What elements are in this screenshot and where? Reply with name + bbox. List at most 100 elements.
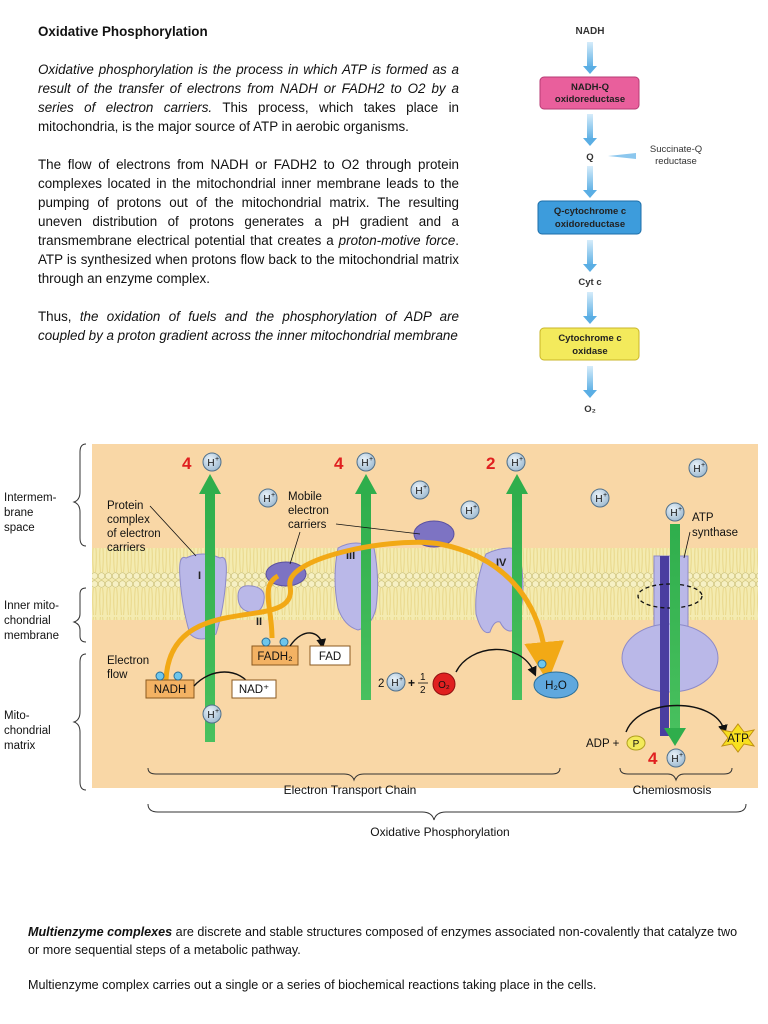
hplus-icon — [386, 672, 406, 692]
atp-synthase-label-1: ATP — [692, 512, 714, 524]
complex-i-label: I — [198, 570, 201, 582]
hplus-icon — [666, 748, 686, 768]
matrix-brace — [72, 653, 87, 791]
atp-label: ATP — [727, 733, 749, 745]
flow-arrow-4 — [583, 240, 597, 272]
proton-count-iv: 2 — [486, 454, 495, 473]
mobile-label-3: carriers — [288, 519, 327, 531]
electron-flow-label-1: Electron — [107, 655, 149, 667]
nadh-label: NADH — [154, 684, 187, 696]
hplus-icon — [202, 452, 222, 472]
oxphos-label: Oxidative Phosphorylation — [370, 825, 509, 839]
ims-label-3: space — [4, 522, 35, 534]
flow-complex4-box: Cytochrome c oxidase — [539, 327, 640, 361]
flow-complex3-l2: oxidoreductase — [555, 219, 625, 230]
document-title: Oxidative Phosphorylation — [38, 24, 208, 39]
svg-text:1: 1 — [420, 672, 426, 683]
flow-succinate-l2: reductase — [655, 156, 697, 167]
hplus-icon — [665, 502, 685, 522]
proton-count-atp: 4 — [648, 749, 658, 768]
text-column: Oxidative Phosphorylation Oxidative phos… — [38, 22, 459, 364]
chemiosmosis-brace — [619, 767, 733, 782]
multienzyme-section: Multienzyme complexes are discrete and s… — [28, 923, 748, 1011]
flow-text-b: . ATP is synthesized when protons flow b… — [38, 233, 459, 286]
hplus-icon — [688, 458, 708, 478]
flow-complex4-l2: oxidase — [572, 346, 607, 357]
paragraph-coupling: Thus, the oxidation of fuels and the pho… — [38, 307, 459, 345]
nad-box: NAD⁺ — [231, 679, 277, 699]
etc-label: Electron Transport Chain — [284, 783, 417, 797]
flow-cytc-label: Cyt c — [578, 277, 601, 288]
adp-to-atp-arrow — [625, 704, 728, 735]
paragraph-electron-flow: The flow of electrons from NADH or FADH2… — [38, 155, 459, 288]
mobile-label-2: electron — [288, 505, 329, 517]
multienzyme-definition-rest: are discrete and stable structures compo… — [28, 925, 738, 957]
flow-arrow-1 — [583, 42, 597, 74]
complex-iv — [475, 547, 524, 634]
proton-count-iii: 4 — [334, 454, 344, 473]
complex-ii-label: II — [256, 616, 262, 628]
flow-arrow-3 — [583, 166, 597, 198]
matrix-label-1: Mito- — [4, 710, 30, 722]
chemiosmosis-label: Chemiosmosis — [633, 783, 712, 797]
oxygen-reaction: 2 + 1 2 O₂ H₂O — [378, 648, 579, 699]
atp-production: ADP + P ATP — [586, 704, 756, 753]
matrix-label-2: chondrial — [4, 725, 51, 737]
nadh-box: NADH — [145, 671, 195, 699]
coupling-text-italic: the oxidation of fuels and the phosphory… — [38, 309, 459, 343]
adp-label: ADP + — [586, 738, 620, 750]
fadh2-box: FADH₂ — [251, 637, 299, 666]
proton-arrow-iv — [512, 492, 522, 700]
callout-labels: Protein complex of electron carriers Mob… — [107, 491, 738, 681]
imm-label-1: Inner mito- — [4, 600, 59, 612]
water-label: H₂O — [545, 680, 567, 692]
fadh2-label: FADH₂ — [257, 651, 292, 663]
ims-brace — [72, 443, 87, 547]
nad-label: NAD⁺ — [239, 684, 269, 696]
oxygen-label: O₂ — [438, 680, 450, 691]
complex-iii-label: III — [346, 550, 355, 562]
flow-q-label: Q — [586, 152, 593, 163]
oxygen-molecule — [432, 672, 456, 696]
flow-arrow-2 — [583, 114, 597, 146]
oxphos-brace — [147, 803, 747, 821]
hplus-icon — [590, 488, 610, 508]
hplus-icon — [506, 452, 526, 472]
proton-pump-arrows — [199, 474, 686, 746]
flow-arrow-6 — [583, 366, 597, 398]
svg-text:2: 2 — [420, 685, 426, 696]
etc-diagram-svg: H + Intermem- brane space Inner mito- ch… — [4, 443, 758, 839]
hplus-icon — [202, 704, 222, 724]
flow-text-italic: proton-motive force — [338, 233, 456, 248]
succinate-arrow — [608, 153, 636, 159]
flow-o2-label: O₂ — [584, 404, 596, 415]
paragraph-definition: Oxidative phosphorylation is the process… — [38, 60, 459, 136]
oxygen-to-water-arrow — [455, 648, 537, 677]
hplus-icon — [356, 452, 376, 472]
flowchart-svg: NADH NADH-Q oxidoreductase Q Succinate-Q… — [537, 26, 702, 415]
etc-diagram: H + Intermem- brane space Inner mito- ch… — [0, 436, 768, 848]
hplus-icon — [460, 500, 480, 520]
flow-text-a: The flow of electrons from NADH or FADH2… — [38, 157, 459, 248]
complex-iii — [334, 542, 379, 631]
definition-rest: This process, which takes place in mitoc… — [38, 100, 459, 134]
multienzyme-description: Multienzyme complex carries out a single… — [28, 978, 597, 992]
fadh2-to-fad-arrow — [289, 632, 327, 649]
flow-complex4-l1: Cytochrome c — [558, 333, 621, 344]
multienzyme-definition: Multienzyme complexes are discrete and s… — [28, 923, 748, 959]
flow-complex1-l2: oxidoreductase — [555, 94, 625, 105]
proton-arrow-atp-synthase — [670, 524, 680, 730]
two-label: 2 — [378, 678, 384, 690]
etc-brace — [147, 767, 561, 782]
matrix-label-3: matrix — [4, 740, 36, 752]
coupling-text-a: Thus, — [38, 309, 80, 324]
fad-box: FAD — [309, 645, 351, 666]
svg-text:+: + — [408, 676, 415, 690]
complex-ii — [237, 585, 265, 613]
definition-italic: Oxidative phosphorylation is the process… — [38, 62, 459, 115]
protein-label-4: carriers — [107, 542, 146, 554]
atp-synthase-label-2: synthase — [692, 527, 738, 539]
flow-complex3-l1: Q-cytochrome c — [554, 206, 626, 217]
protein-label-3: of electron — [107, 528, 161, 540]
imm-brace — [72, 587, 87, 643]
